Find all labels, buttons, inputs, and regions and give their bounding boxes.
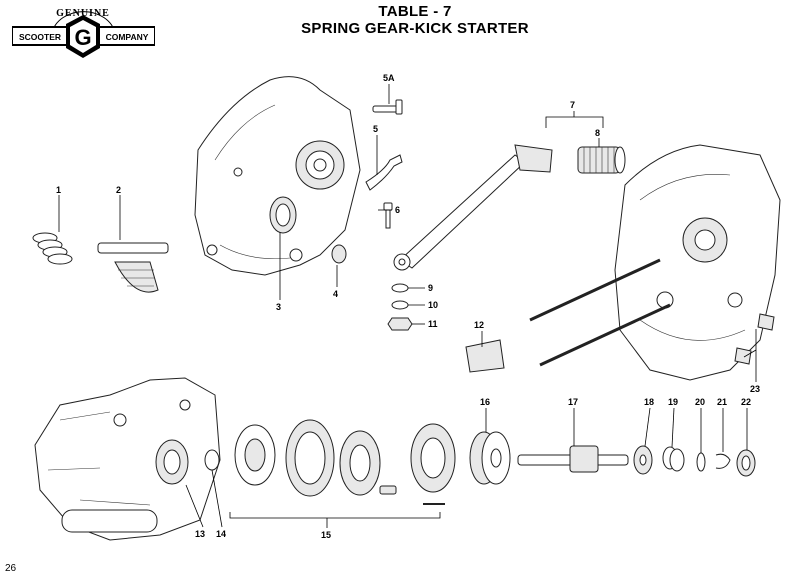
callout-17: 17 <box>568 397 578 407</box>
callout-2: 2 <box>116 185 121 195</box>
callout-16: 16 <box>480 397 490 407</box>
callout-18: 18 <box>644 397 654 407</box>
callout-14: 14 <box>216 529 226 539</box>
callout-6: 6 <box>395 205 400 215</box>
bracket-12 <box>465 339 505 373</box>
callout-23: 23 <box>750 384 760 394</box>
svg-text:COMPANY: COMPANY <box>106 32 149 42</box>
seal-22 <box>736 449 756 477</box>
kick-start-lever <box>393 144 553 271</box>
callout-8: 8 <box>595 128 600 138</box>
washer-20 <box>696 452 706 472</box>
engine-casing-right <box>529 144 781 381</box>
callout-13: 13 <box>195 529 205 539</box>
callout-4: 4 <box>333 289 338 299</box>
callout-3: 3 <box>276 302 281 312</box>
nut-11 <box>387 317 413 331</box>
washer-10 <box>391 300 409 310</box>
bolt-6 <box>383 202 393 229</box>
callout-5: 5 <box>373 124 378 134</box>
callout-19: 19 <box>668 397 678 407</box>
washer-9 <box>391 283 409 293</box>
genuine-scooter-company-logo: GENUINE SCOOTER COMPANY G <box>12 8 155 58</box>
clip-5 <box>365 154 403 191</box>
callout-9: 9 <box>428 283 433 293</box>
svg-text:SCOOTER: SCOOTER <box>19 32 61 42</box>
gear-16 <box>469 431 511 485</box>
spring-19 <box>662 446 685 472</box>
callout-7: 7 <box>570 100 575 110</box>
callout-21: 21 <box>717 397 727 407</box>
page-number: 26 <box>5 563 17 574</box>
svg-text:G: G <box>74 25 91 50</box>
callout-labels: 1 2 3 4 5 5A 6 7 8 9 10 11 12 13 14 15 1… <box>56 73 760 540</box>
callout-12: 12 <box>474 320 484 330</box>
washer-14 <box>204 449 220 471</box>
gear-18 <box>633 445 653 475</box>
shaft-17 <box>517 445 629 473</box>
circlip-21 <box>715 453 731 469</box>
callout-22: 22 <box>741 397 751 407</box>
svg-text:GENUINE: GENUINE <box>56 8 110 19</box>
callout-10: 10 <box>428 300 438 310</box>
kick-start-shaft <box>97 242 169 293</box>
clutch-assembly <box>234 419 456 505</box>
table-title: TABLE - 7 <box>378 3 452 20</box>
callout-11: 11 <box>428 319 438 329</box>
callout-1: 1 <box>56 185 61 195</box>
callout-15: 15 <box>321 530 331 540</box>
pin-5a <box>372 99 403 115</box>
callout-5a: 5A <box>383 73 395 83</box>
kick-rubber-grip <box>577 146 626 174</box>
bush-4 <box>331 244 347 264</box>
kick-start-spring <box>32 232 73 265</box>
leader-lines <box>58 84 757 528</box>
engine-casing-upper <box>194 76 361 276</box>
table-subtitle: SPRING GEAR-KICK STARTER <box>301 20 529 37</box>
engine-casing-lower <box>34 377 221 541</box>
callout-20: 20 <box>695 397 705 407</box>
